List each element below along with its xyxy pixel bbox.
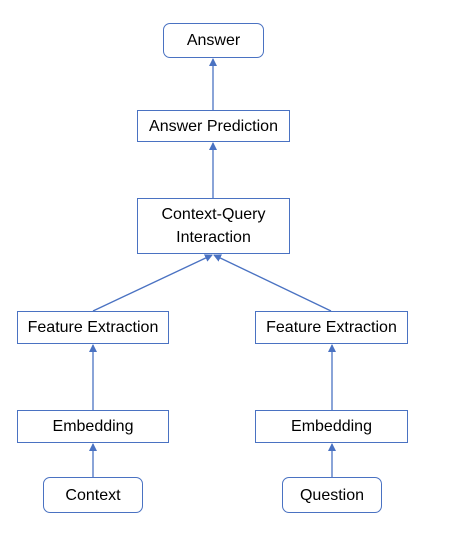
- embedding-right-node: Embedding: [255, 410, 408, 443]
- feature-extraction-left-node: Feature Extraction: [17, 311, 169, 344]
- context-input-node: Context: [43, 477, 143, 513]
- edge-feature-left-to-interaction: [92, 254, 213, 312]
- edge-feature-right-to-interaction: [213, 254, 332, 312]
- answer-node: Answer: [163, 23, 264, 58]
- answer-prediction-node: Answer Prediction: [137, 110, 290, 142]
- embedding-left-node: Embedding: [17, 410, 169, 443]
- question-input-node: Question: [282, 477, 382, 513]
- context-query-interaction-node: Context-Query Interaction: [137, 198, 290, 254]
- feature-extraction-right-node: Feature Extraction: [255, 311, 408, 344]
